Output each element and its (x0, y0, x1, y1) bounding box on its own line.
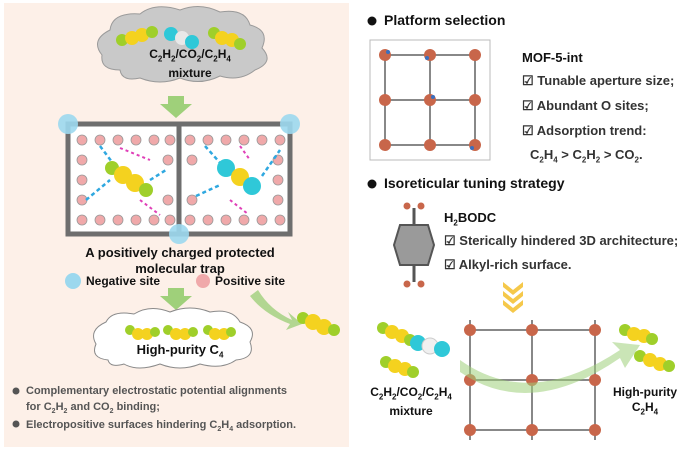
down-arrow-2 (160, 288, 192, 310)
cloud-bottom-label: High-purity C4 (136, 342, 224, 360)
negative-site-label: Negative site (86, 274, 161, 288)
linker-name: H2BODC (444, 210, 497, 228)
cloud-bottom-molecules (125, 325, 236, 340)
positive-site-icon (196, 274, 210, 288)
linker-feature-1: ☑ Sterically hindered 3D architecture; (444, 233, 679, 248)
section1-title: Platform selection (384, 12, 506, 28)
feature-3: ☑ Adsorption trend: (522, 123, 647, 138)
mixture-label: C2H2/CO2/C2H4 mixture (370, 385, 452, 419)
trap-caption: A positively charged protected molecular… (85, 245, 275, 276)
section2-title: Isoreticular tuning strategy (384, 175, 565, 191)
mof-name: MOF-5-int (522, 50, 583, 65)
checkbox-icon: ☑ (444, 257, 456, 272)
feature-1: ☑ Tunable aperture size; (522, 73, 675, 88)
adsorption-trend: C2H4 > C2H2 > CO2. (530, 147, 643, 165)
note-1: Complementary electrostatic potential al… (26, 385, 288, 416)
down-arrow-1 (160, 96, 192, 118)
checkbox-icon: ☑ (522, 98, 534, 113)
note-2: Electropositive surfaces hindering C2H4 … (26, 419, 297, 434)
cloud-top-molecules (116, 26, 246, 50)
checkbox-icon: ☑ (522, 73, 534, 88)
cloud-top-label: C2H2/CO2/C2H4 mixture (149, 47, 231, 81)
note-bullet-1 (12, 387, 20, 395)
feature-2: ☑ Abundant O sites; (522, 98, 649, 113)
checkbox-icon: ☑ (522, 123, 534, 138)
negative-site-icon (65, 273, 81, 289)
linker-feature-2: ☑ Alkyl-rich surface. (444, 257, 572, 272)
checkbox-icon: ☑ (444, 233, 456, 248)
positive-site-label: Positive site (215, 274, 286, 288)
note-bullet-2 (12, 420, 20, 428)
output-label: High-purity C2H4 (613, 385, 677, 417)
curved-arrow (250, 290, 302, 330)
rejected-molecule (297, 312, 340, 336)
molecular-trap (58, 114, 300, 244)
